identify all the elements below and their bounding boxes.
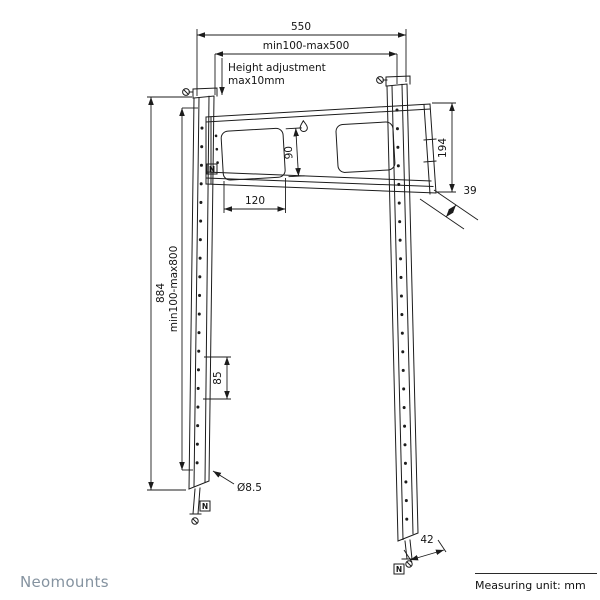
dim-42-label: 42	[420, 534, 433, 546]
dim-550-label: 550	[291, 21, 311, 33]
measuring-unit-note: Measuring unit: mm	[475, 573, 597, 592]
crossbar-right-end	[423, 103, 437, 195]
crossbar: 90 N	[205, 103, 437, 195]
height-adjustment-note: Height adjustment max10mm	[219, 58, 326, 95]
left-rail-holes	[195, 126, 204, 472]
dim-total-width: 550	[196, 21, 407, 96]
left-rail	[182, 87, 218, 525]
level-drop-icon	[299, 119, 308, 133]
right-rail	[376, 75, 419, 568]
measuring-unit-label: Measuring unit: mm	[475, 579, 586, 592]
plate-details: 90	[214, 119, 396, 181]
brand-mark-letter: N	[202, 502, 208, 511]
dim-plate-hole-height: 90	[283, 127, 305, 178]
dim-vesa-height-label: min100-max800	[168, 246, 180, 333]
dim-vesa-width-label: min100-max500	[263, 40, 350, 52]
dim-rail-length: 884	[147, 96, 192, 491]
dim-diameter-label: Ø8.5	[237, 482, 262, 494]
dim-194-label: 194	[437, 138, 449, 158]
left-rail-top-cap	[192, 87, 218, 99]
right-rail-top-cap	[385, 75, 411, 87]
dim-vesa-width: min100-max500	[214, 40, 398, 95]
dim-bracket-height: 194	[432, 102, 456, 193]
dim-profile-depth: 39	[419, 185, 479, 230]
dim-vesa-height: min100-max800	[168, 107, 198, 471]
brand-mark-right-foot: N	[393, 563, 405, 575]
right-rail-holes	[395, 108, 409, 530]
dim-hole-pitch: 85	[203, 356, 231, 400]
height-adjustment-label-line2: max10mm	[228, 75, 285, 87]
brand-mark-letter: N	[209, 165, 215, 174]
dim-39-label: 39	[463, 185, 476, 197]
plate-cutout-left	[220, 127, 286, 181]
left-rail-foot	[189, 487, 202, 525]
brand-logo: Neomounts	[20, 573, 109, 591]
left-rail-bottom-screw-icon	[191, 517, 199, 525]
plate-cutout-right	[335, 121, 396, 173]
dim-foot-length: 42	[403, 534, 447, 563]
dim-120-label: 120	[245, 195, 265, 207]
right-rail-bottom-screw-icon	[405, 560, 413, 568]
dim-hole-diameter: Ø8.5	[212, 470, 262, 494]
height-adjustment-label-line1: Height adjustment	[228, 62, 326, 74]
brand-mark-left-foot: N	[199, 500, 211, 512]
dim-plate-hole-width: 120	[223, 178, 286, 213]
dim-85-label: 85	[212, 371, 224, 384]
right-rail-foot	[401, 539, 414, 568]
dim-884-label: 884	[155, 283, 167, 303]
brand-mark-letter: N	[396, 565, 402, 574]
brand-mark-crossbar: N	[206, 163, 218, 175]
dim-90-label: 90	[283, 146, 296, 160]
